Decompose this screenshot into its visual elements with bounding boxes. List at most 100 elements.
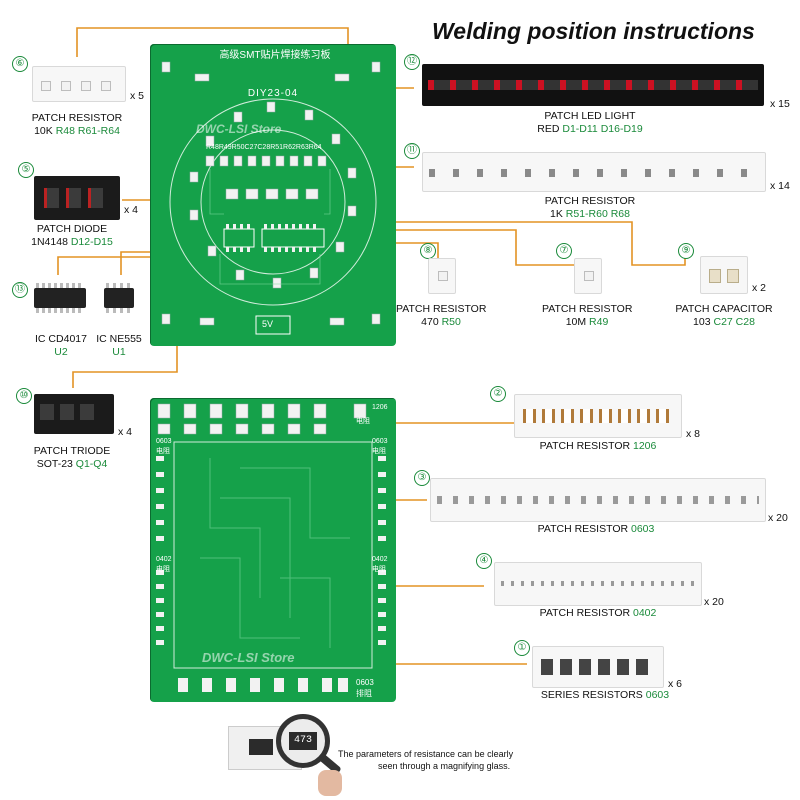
label-patch-triode: PATCH TRIODE bbox=[33, 445, 111, 457]
label-patch-resistor-0402: PATCH RESISTOR 0402 bbox=[518, 607, 678, 620]
item-number-12: ⑫ bbox=[404, 54, 420, 70]
label-0603-right: 0603 bbox=[372, 438, 388, 445]
label-patch-led: PATCH LED LIGHT bbox=[544, 110, 636, 122]
name-1206: PATCH RESISTOR bbox=[539, 440, 631, 452]
spec-capacitor-refs: C27 C28 bbox=[713, 316, 755, 328]
series-resistor-strip bbox=[532, 646, 664, 688]
spec-led: RED D1-D11 D16-D19 bbox=[500, 123, 680, 136]
label-resistor-0603-right: 电阻 bbox=[372, 448, 386, 455]
connector-2 bbox=[384, 421, 520, 424]
qty-capacitor: x 2 bbox=[752, 282, 767, 294]
diode-strip bbox=[34, 176, 120, 220]
item-number-2: ② bbox=[490, 386, 506, 402]
led-ring bbox=[161, 61, 381, 335]
qty-1206: x 8 bbox=[686, 428, 701, 440]
spec-diode-value: 1N4148 bbox=[31, 236, 68, 248]
top-watermark: DWC-LSI Store bbox=[196, 122, 282, 136]
board-model: DIY23-04 bbox=[247, 88, 299, 99]
label-patch-diode: PATCH DIODE bbox=[36, 223, 108, 235]
spec-1k-refs: R51-R60 R68 bbox=[565, 208, 630, 220]
size-0402: 0402 bbox=[633, 607, 657, 619]
page-title: Welding position instructions bbox=[432, 18, 755, 44]
spec-capacitor: 103 C27 C28 bbox=[664, 316, 784, 329]
note-line-1: The parameters of resistance can be clea… bbox=[338, 749, 514, 759]
label-0402-left: 0402 bbox=[156, 556, 172, 563]
label-ic-cd4017: IC CD4017 bbox=[35, 333, 87, 345]
power-label: 5V bbox=[262, 319, 274, 329]
magnifier-note: The parameters of resistance can be clea… bbox=[338, 748, 568, 772]
label-patch-resistor-1206: PATCH RESISTOR 1206 bbox=[528, 440, 668, 453]
bottom-watermark: DWC-LSI Store bbox=[202, 650, 295, 665]
spec-triode: SOT-23 Q1-Q4 bbox=[12, 458, 132, 471]
item-number-5: ⑤ bbox=[18, 162, 34, 178]
name-series: SERIES RESISTORS bbox=[540, 689, 643, 701]
ref-u2: U2 bbox=[54, 346, 68, 358]
qty-diode: x 4 bbox=[124, 204, 139, 216]
resistor-row-label: R48R49R50C27C28R51R62R63R64 bbox=[206, 144, 322, 151]
size-series: 0603 bbox=[645, 689, 670, 701]
label-series-resistors: SERIES RESISTORS 0603 bbox=[520, 689, 690, 702]
resistor-470 bbox=[428, 258, 456, 294]
label-patch-resistor-470: PATCH RESISTOR bbox=[396, 303, 487, 315]
resistor-10m bbox=[574, 258, 602, 294]
spec-10m-refs: R49 bbox=[589, 316, 609, 328]
spec-led-value: RED bbox=[537, 123, 560, 135]
label-patch-resistor-10m: PATCH RESISTOR bbox=[542, 303, 633, 315]
spec-470: 470 R50 bbox=[396, 316, 486, 329]
item-number-1: ① bbox=[514, 640, 530, 656]
spec-triode-refs: Q1-Q4 bbox=[75, 458, 108, 470]
qty-10k: x 5 bbox=[130, 90, 145, 102]
hand-icon bbox=[318, 770, 342, 796]
qty-0603: x 20 bbox=[768, 512, 788, 524]
item-number-9: ⑨ bbox=[678, 243, 694, 259]
qty-series: x 6 bbox=[668, 678, 683, 690]
label-patch-capacitor: PATCH CAPACITOR bbox=[675, 303, 773, 315]
label-patch-resistor-0603: PATCH RESISTOR 0603 bbox=[516, 523, 676, 536]
board-header: 高级SMT贴片焊接练习板 bbox=[219, 50, 331, 61]
label-resistor-0402-right: 电阻 bbox=[372, 566, 386, 573]
ic-cd4017-chip bbox=[34, 288, 86, 308]
triode-strip bbox=[34, 394, 114, 434]
spec-470-refs: R50 bbox=[441, 316, 461, 328]
qty-0402: x 20 bbox=[704, 596, 724, 608]
item-number-7: ⑦ bbox=[556, 243, 572, 259]
item-number-10: ⑩ bbox=[16, 388, 32, 404]
bottom-board-pads bbox=[156, 403, 386, 692]
label-patch-resistor-10k: PATCH RESISTOR bbox=[31, 112, 123, 124]
spec-10k-refs: R48 R61-R64 bbox=[55, 125, 120, 137]
spec-diode: 1N4148 D12-D15 bbox=[12, 236, 132, 249]
top-pcb-board: 高级SMT贴片焊接练习板 DIY23-04 bbox=[150, 44, 396, 346]
spec-10m: 10M R49 bbox=[542, 316, 632, 329]
item-number-4: ④ bbox=[476, 553, 492, 569]
label-array-resistor: 排阻 bbox=[356, 689, 372, 698]
resistor-strip-1206 bbox=[514, 394, 682, 438]
spec-1k-value: 1K bbox=[550, 208, 563, 220]
qty-1k: x 14 bbox=[770, 180, 790, 192]
label-0603-left: 0603 bbox=[156, 438, 172, 445]
label-1206: 1206 bbox=[372, 404, 388, 411]
spec-triode-value: SOT-23 bbox=[36, 458, 73, 470]
item-number-3: ③ bbox=[414, 470, 430, 486]
spec-470-value: 470 bbox=[421, 316, 439, 328]
size-1206: 1206 bbox=[633, 440, 657, 452]
connector-9 bbox=[270, 221, 686, 266]
note-line-2: seen through a magnifying glass. bbox=[378, 761, 511, 771]
spec-10k-value: 10K bbox=[34, 125, 53, 137]
item-number-8: ⑧ bbox=[420, 243, 436, 259]
label-resistor-0402-left: 电阻 bbox=[156, 566, 170, 573]
item-number-6: ⑥ bbox=[12, 56, 28, 72]
spec-1k: 1K R51-R60 R68 bbox=[500, 208, 680, 221]
led-strip bbox=[422, 64, 764, 106]
label-0402-right: 0402 bbox=[372, 556, 388, 563]
ic-ne555-chip bbox=[104, 288, 134, 308]
magnified-code: 473 bbox=[289, 732, 317, 750]
label-patch-resistor-1k: PATCH RESISTOR bbox=[544, 195, 636, 207]
spec-10k: 10K R48 R61-R64 bbox=[12, 125, 142, 138]
name-0603: PATCH RESISTOR bbox=[537, 523, 629, 535]
size-0603: 0603 bbox=[631, 523, 655, 535]
label-ic-ne555: IC NE555 bbox=[96, 333, 142, 345]
label-resistor-1206: 电阻 bbox=[356, 418, 370, 425]
spec-led-refs: D1-D11 D16-D19 bbox=[562, 123, 643, 135]
item-number-13: ⑬ bbox=[12, 282, 28, 298]
spec-capacitor-value: 103 bbox=[693, 316, 711, 328]
